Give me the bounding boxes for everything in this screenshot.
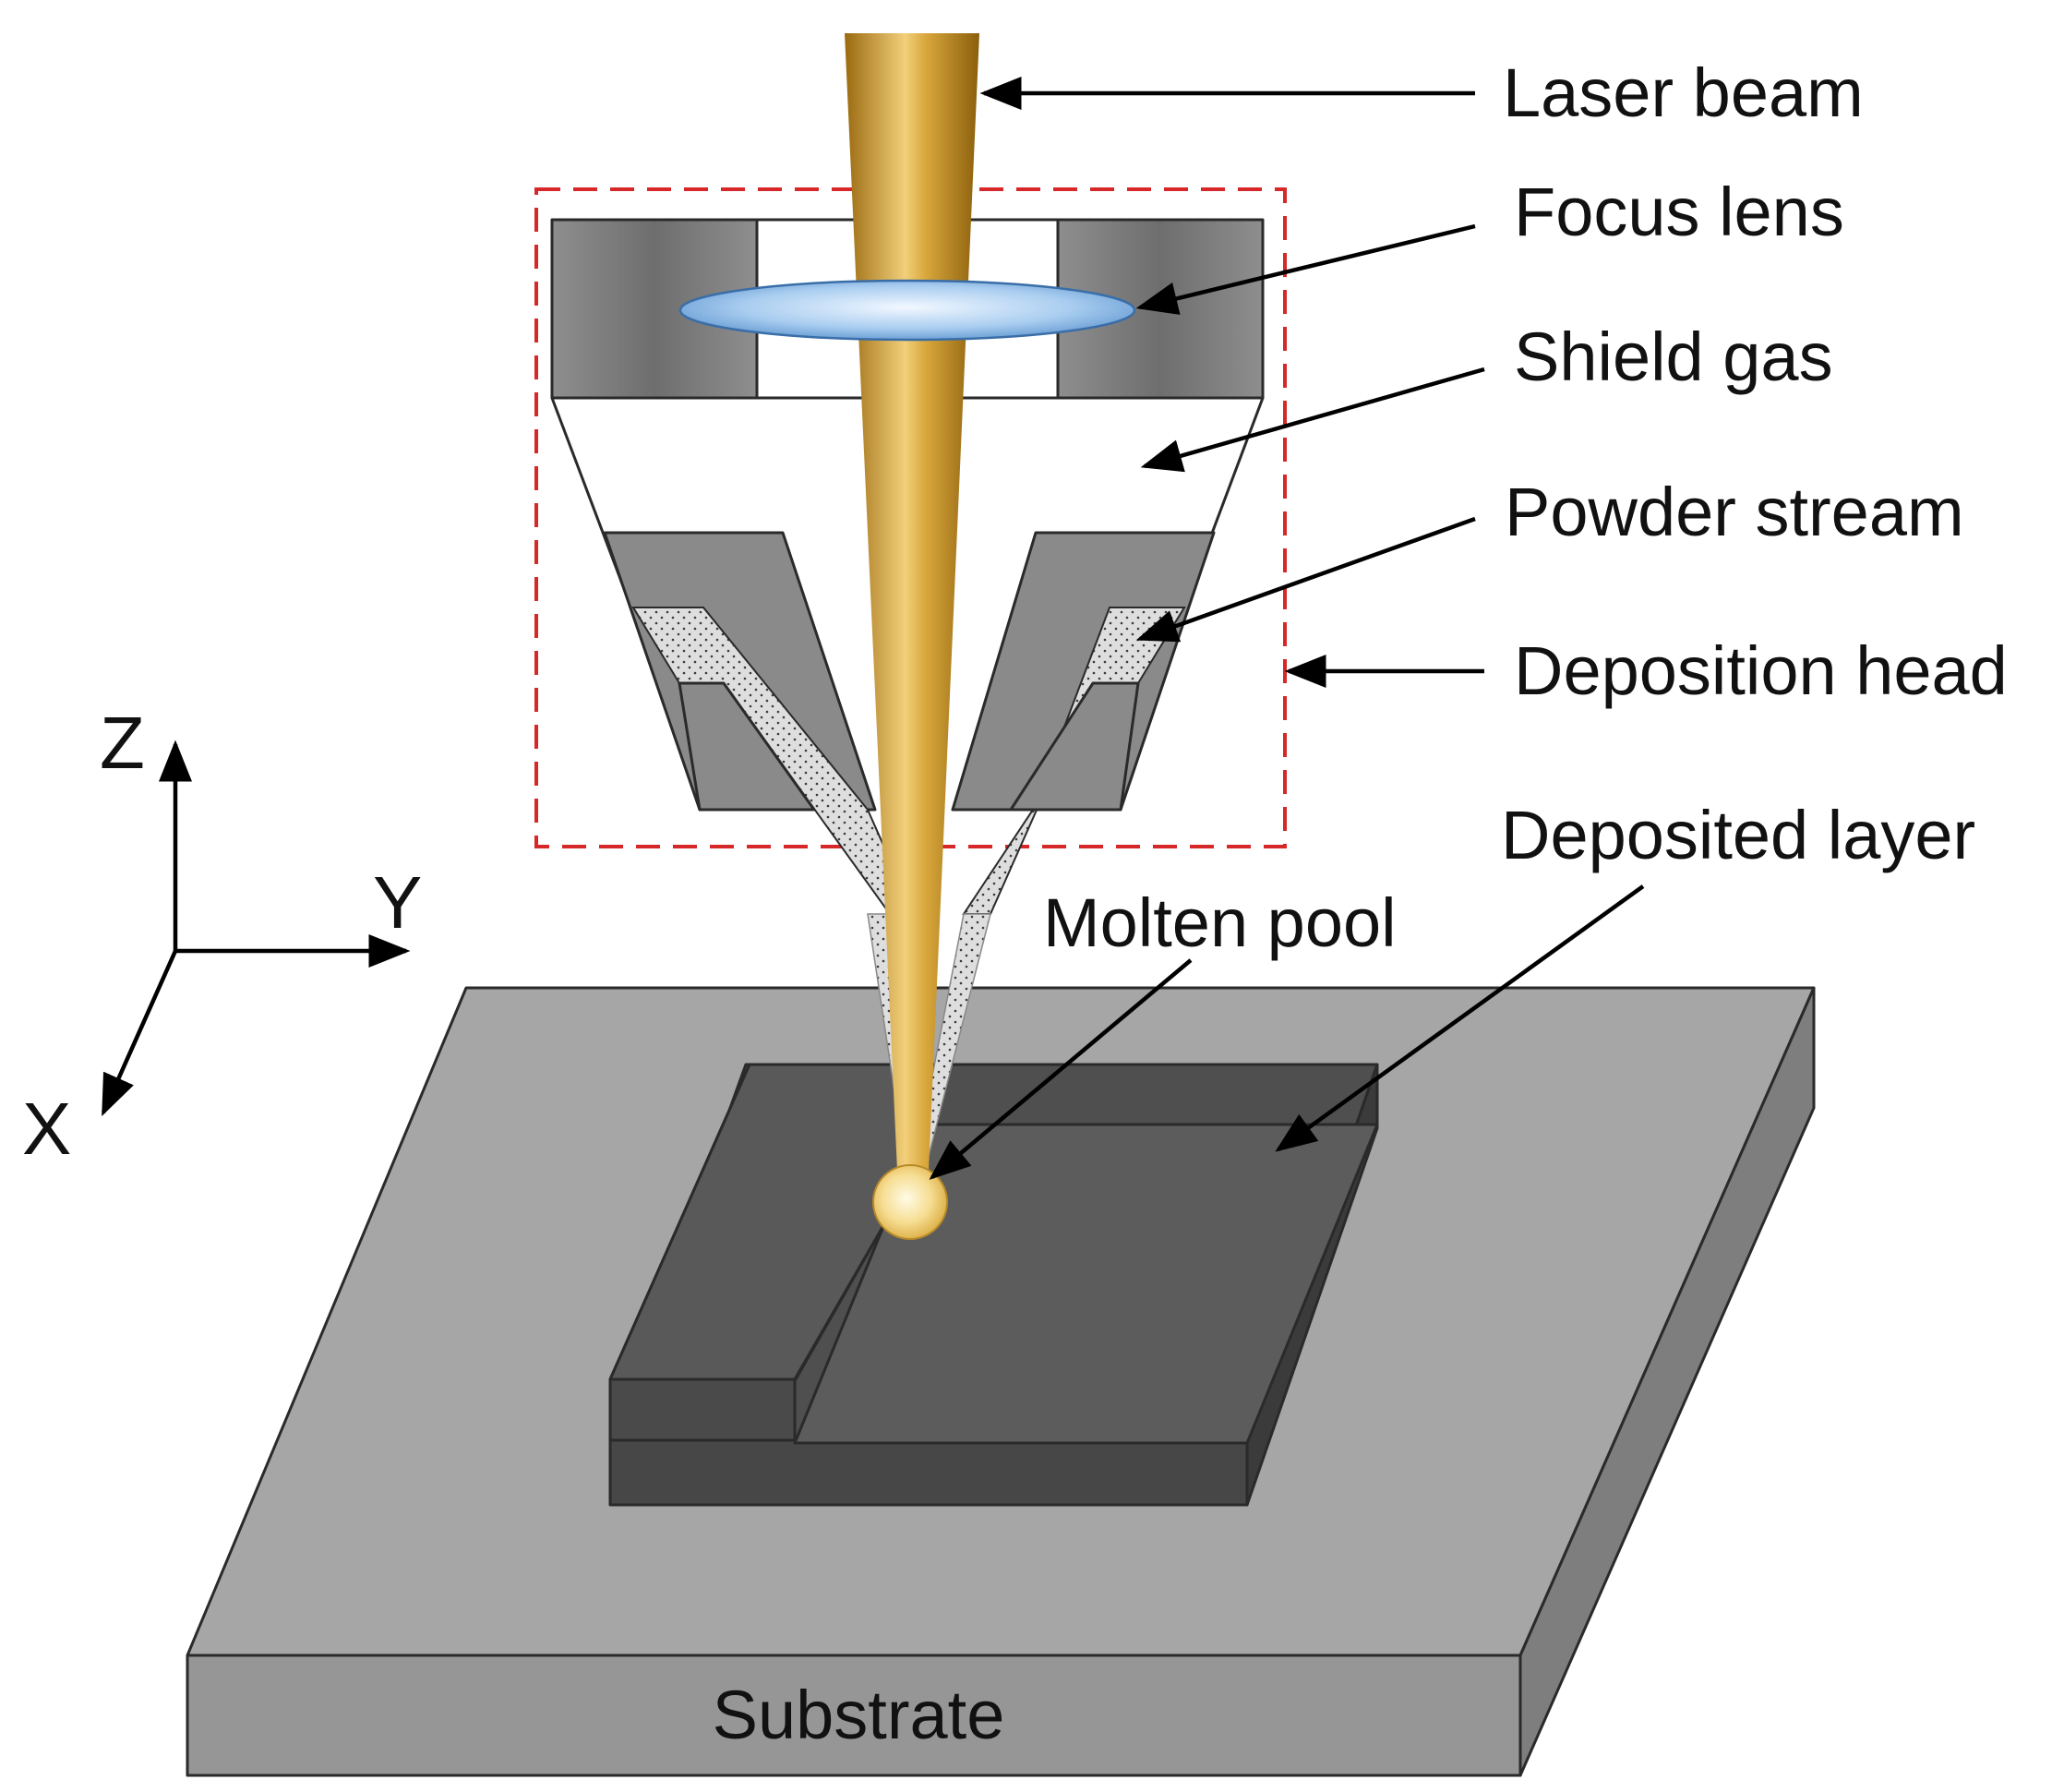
shield-gas-label: Shield gas <box>1514 319 1833 395</box>
powder-stream-leader <box>1135 516 1476 643</box>
molten-pool <box>872 1164 948 1240</box>
deposited-layers <box>608 1063 1379 1507</box>
deposited-layer-label: Deposited layer <box>1501 797 1975 873</box>
y-axis-label: Y <box>373 861 422 944</box>
powder-nozzle <box>603 531 1216 1172</box>
substrate-front-face <box>186 1654 1522 1777</box>
molten-pool-leader <box>929 958 1193 1180</box>
focus-lens-label: Focus lens <box>1514 174 1844 250</box>
callouts: Laser beam Focus lens Shield gas Powder … <box>929 54 2008 1180</box>
z-axis-label: Z <box>100 702 145 784</box>
x-axis-label: X <box>22 1088 71 1170</box>
laser-beam-label: Laser beam <box>1503 54 1864 131</box>
molten-pool-label: Molten pool <box>1043 884 1397 961</box>
substrate-label: Substrate <box>713 1677 1005 1753</box>
upper-layer-track-front <box>608 1377 797 1442</box>
coordinate-axes: Z Y X <box>22 702 422 1170</box>
lower-layer-front <box>608 1438 1249 1507</box>
deposited-layer-leader <box>1275 884 1645 1152</box>
shield-gas-leader <box>1140 367 1485 473</box>
powder-stream-label: Powder stream <box>1505 474 1964 550</box>
x-axis <box>101 950 178 1117</box>
focus-lens-leader <box>1135 223 1476 315</box>
focus-lens <box>678 279 1136 342</box>
deposition-head-label: Deposition head <box>1514 632 2008 709</box>
